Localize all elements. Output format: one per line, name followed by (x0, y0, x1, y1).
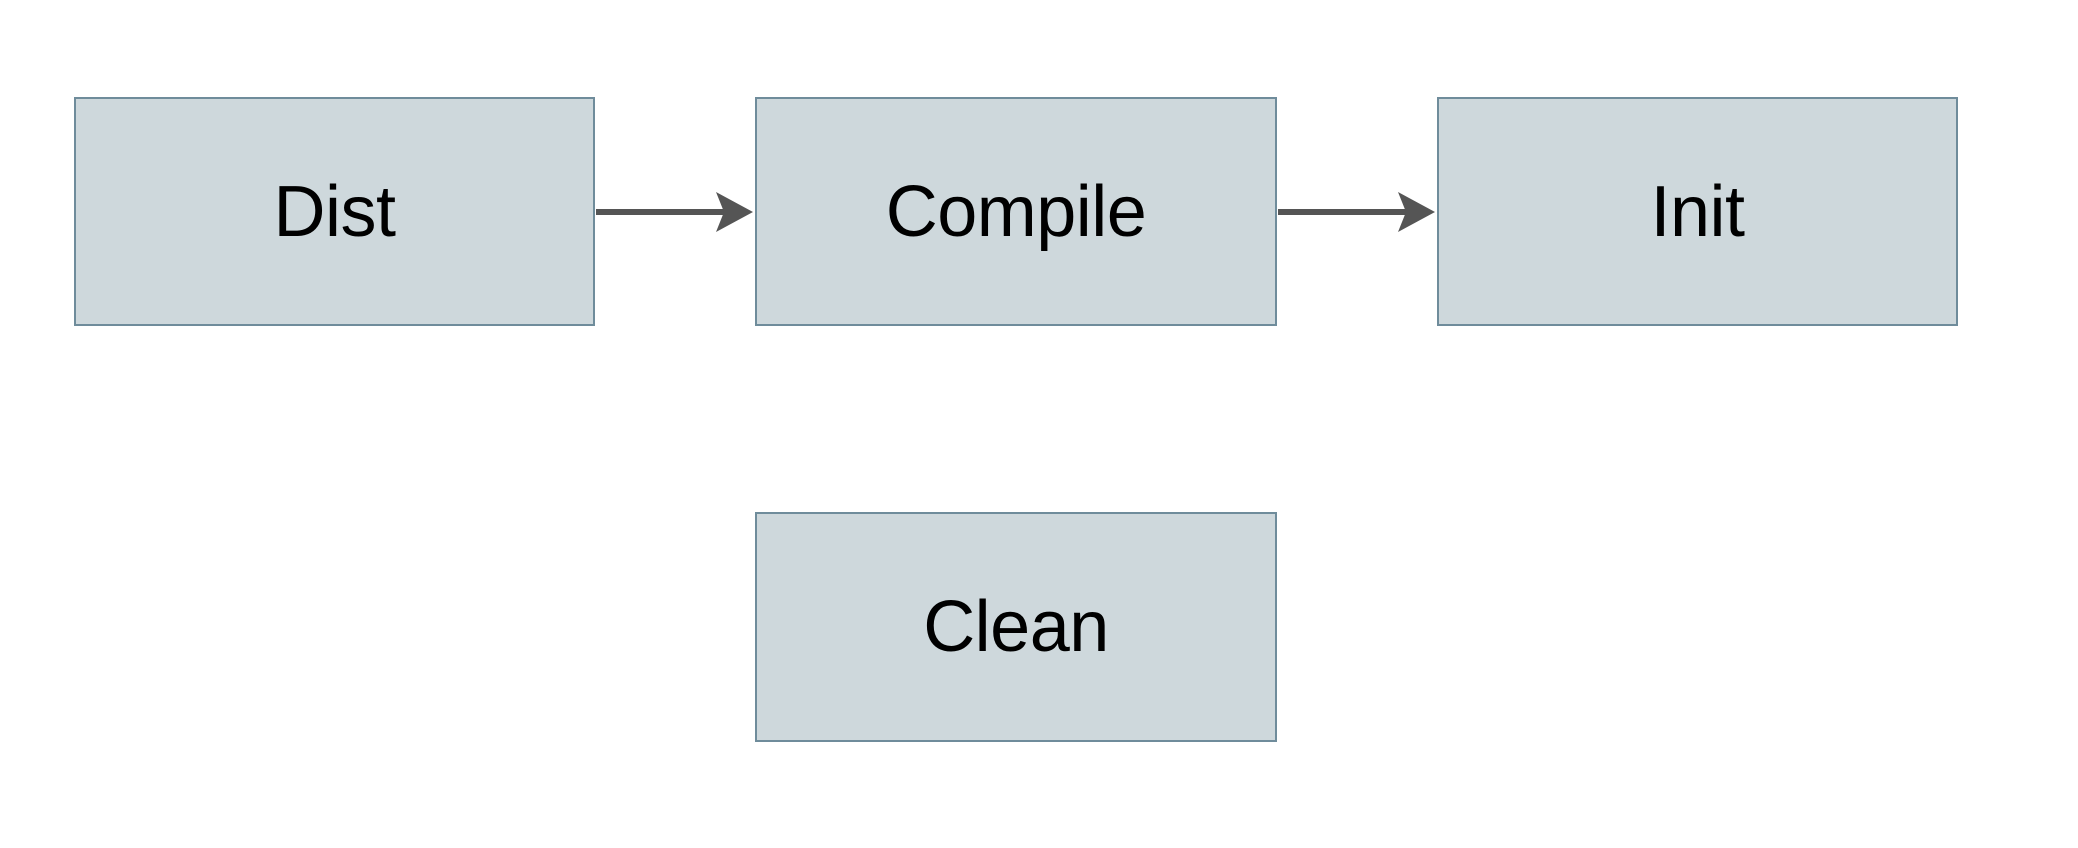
arrowhead-icon (1398, 192, 1435, 232)
edge-compile-to-init[interactable] (1278, 192, 1435, 232)
arrowhead-icon (716, 192, 753, 232)
node-dist[interactable]: Dist (74, 97, 595, 326)
node-clean[interactable]: Clean (755, 512, 1277, 742)
edge-dist-to-compile[interactable] (596, 192, 753, 232)
node-label: Init (1650, 171, 1745, 252)
node-label: Dist (273, 171, 397, 252)
node-init[interactable]: Init (1437, 97, 1958, 326)
node-label: Clean (923, 587, 1109, 667)
node-compile[interactable]: Compile (755, 97, 1277, 326)
node-label: Compile (885, 171, 1147, 252)
